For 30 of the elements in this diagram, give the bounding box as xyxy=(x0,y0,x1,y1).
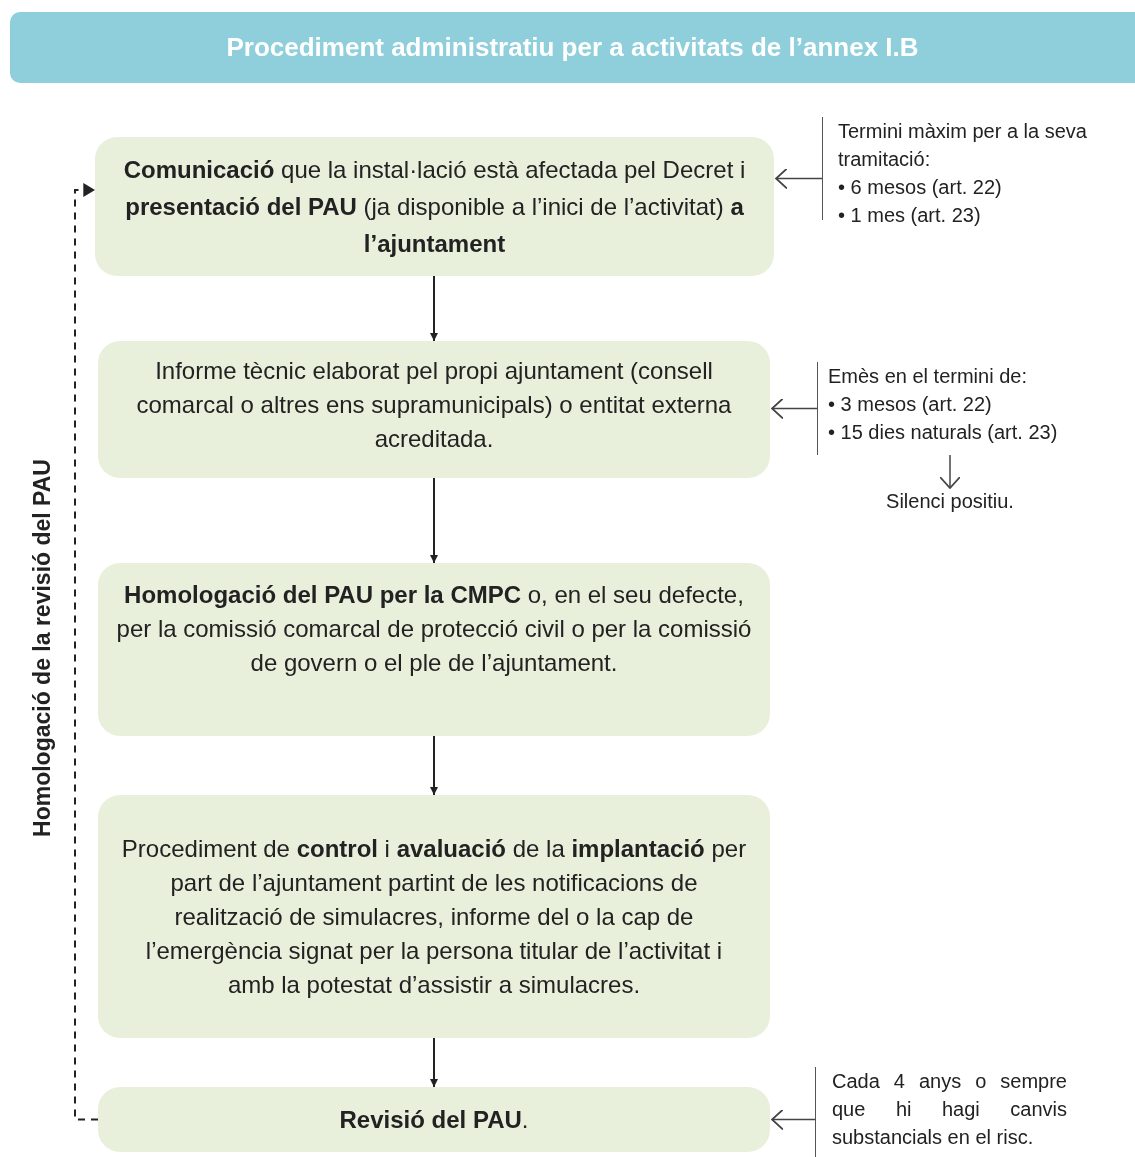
note-text: Cada 4 anys o sempre que hi hagi canvis substancials en el risc. xyxy=(832,1069,1067,1150)
process-box xyxy=(95,137,774,276)
note-text: Termini màxim per a la seva tramitació: xyxy=(838,119,1088,172)
process-box xyxy=(98,563,770,736)
step-text: Homologació del PAU per la CMPC o, en el seu defecte, per la comissió comarcal de protecció civil o per la comissió de govern o el ple de l’ajuntament. xyxy=(115,580,753,678)
side-note xyxy=(815,1067,1067,1157)
arrow xyxy=(74,183,99,1121)
arrow xyxy=(430,275,438,342)
arrow xyxy=(771,397,818,420)
result-text: Silenci positiu. xyxy=(885,489,1015,514)
step-text: Informe tècnic elaborat pel propi ajuntament (consell comarcal o altres ens supramunicipals) o entitat externa acreditada. xyxy=(135,356,733,454)
step-text: Procediment de control i avaluació de la implantació per part de l’ajuntament partint de les notificacions de realització de simulacres, informe del o la cap de l’emergència signat per la persona titular de l’activitat i amb la potestat d’assistir a simulacres. xyxy=(120,833,748,1000)
step-text: Comunicació que la instal·lació està afectada pel Decret i presentació del PAU (ja disponible a l’inici de l’activitat) a l’ajuntament xyxy=(122,155,747,259)
note-text: Emès en el termini de: xyxy=(828,364,1028,389)
arrow xyxy=(430,477,438,564)
process-box xyxy=(98,795,770,1038)
title-banner: Procediment administratiu per a activitats de l’annex I.B xyxy=(10,12,1135,83)
note-text: • 1 mes (art. 23) xyxy=(838,203,982,228)
arrow xyxy=(771,1108,816,1131)
edge-label: Homologació de la revisió del PAU xyxy=(28,459,56,837)
arrow xyxy=(775,167,823,190)
note-text: • 15 dies naturals (art. 23) xyxy=(828,420,1059,445)
arrow xyxy=(430,1037,438,1088)
process-box xyxy=(98,341,770,478)
process-box xyxy=(98,1087,770,1152)
note-text: • 3 mesos (art. 22) xyxy=(828,392,993,417)
arrow xyxy=(430,735,438,796)
note-text: • 6 mesos (art. 22) xyxy=(838,175,1003,200)
step-text: Revisió del PAU. xyxy=(339,1104,529,1135)
arrow xyxy=(939,454,961,489)
